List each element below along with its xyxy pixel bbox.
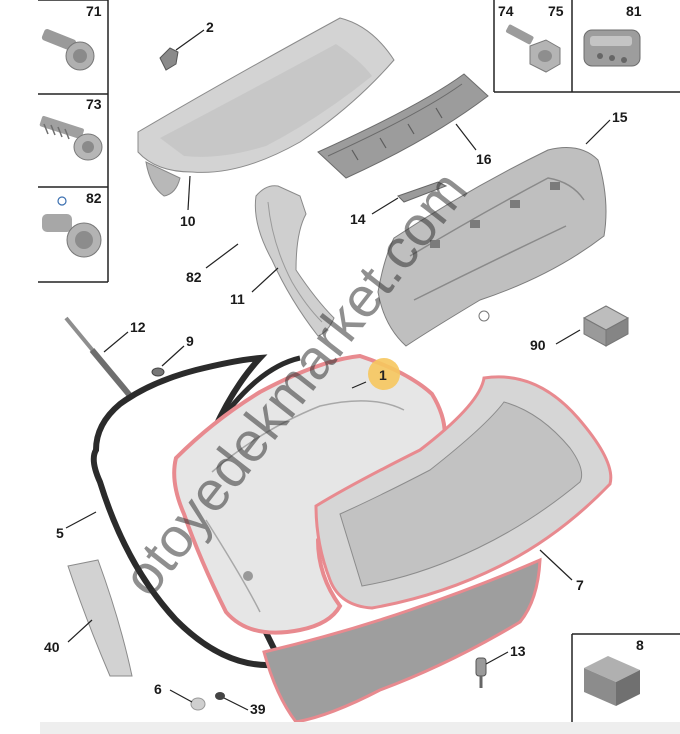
thumbnail-row-top-right: 74 75 81	[493, 0, 680, 93]
callout-12: 12	[130, 319, 146, 335]
thumbnail-label: 75	[548, 3, 564, 19]
thumbnail-81[interactable]: 81	[583, 3, 642, 67]
part-clip-2[interactable]	[159, 47, 179, 71]
part-outer-skin[interactable]	[262, 557, 542, 724]
callout-6: 6	[154, 681, 162, 697]
screw-icon	[41, 28, 95, 71]
callout-14: 14	[350, 211, 366, 227]
thumbnail-label: 82	[86, 190, 102, 206]
thumbnail-label: 74	[498, 3, 514, 19]
part-nut-39[interactable]	[215, 692, 225, 700]
thumbnail-8[interactable]: 8	[571, 633, 680, 734]
callout-5: 5	[56, 525, 64, 541]
callout-1: 1	[379, 367, 387, 383]
callout-10: 10	[180, 213, 196, 229]
callout-13: 13	[510, 643, 526, 659]
thumbnail-column-left: 71 73 82	[38, 0, 109, 283]
leader-lines	[65, 29, 611, 711]
part-spoiler[interactable]	[137, 17, 395, 197]
callout-2: 2	[206, 19, 214, 35]
thumbnail-label: 71	[86, 3, 102, 19]
thumbnail-71[interactable]: 71	[41, 3, 102, 71]
callout-39: 39	[250, 701, 266, 717]
callout-badge-1[interactable]: 1	[368, 358, 400, 390]
callout-15: 15	[612, 109, 628, 125]
bottom-strip	[40, 722, 680, 734]
thumbnail-74-75[interactable]: 74 75	[498, 3, 564, 73]
nut-bolt-icon	[505, 24, 561, 73]
part-inner-panel-15[interactable]	[377, 147, 607, 347]
thumbnail-label: 8	[636, 637, 644, 653]
part-inner-skin-7[interactable]	[314, 375, 613, 610]
callout-90: 90	[530, 337, 546, 353]
callout-11: 11	[230, 291, 245, 307]
part-bump-stop-13[interactable]	[475, 657, 487, 688]
callout-82: 82	[186, 269, 202, 285]
callout-16: 16	[476, 151, 492, 167]
part-block-90[interactable]	[582, 305, 630, 347]
thumbnail-label: 73	[86, 96, 102, 112]
thumbnail-73[interactable]: 73	[39, 96, 103, 161]
callout-labels: 2 10 16 15 14 82 11 12 9 90 5 7 40 13 6 …	[44, 19, 628, 717]
clip-icon	[42, 196, 102, 258]
callout-9: 9	[186, 333, 194, 349]
thumbnail-82[interactable]: 82	[42, 190, 102, 258]
thumbnail-label: 81	[626, 3, 642, 19]
part-plug-6[interactable]	[190, 697, 206, 711]
part-bracket-14[interactable]	[397, 181, 448, 203]
part-trim-16[interactable]	[317, 73, 489, 179]
part-trim-40[interactable]	[67, 559, 133, 677]
part-gas-strut-12[interactable]	[64, 316, 135, 400]
bolt-icon	[39, 115, 103, 161]
part-pillar-trim-11[interactable]	[254, 185, 335, 337]
part-grommet-9[interactable]	[151, 367, 165, 377]
connector-clip-icon	[583, 29, 641, 67]
callout-40: 40	[44, 639, 60, 655]
pad-icon	[584, 656, 640, 706]
callout-7: 7	[576, 577, 584, 593]
